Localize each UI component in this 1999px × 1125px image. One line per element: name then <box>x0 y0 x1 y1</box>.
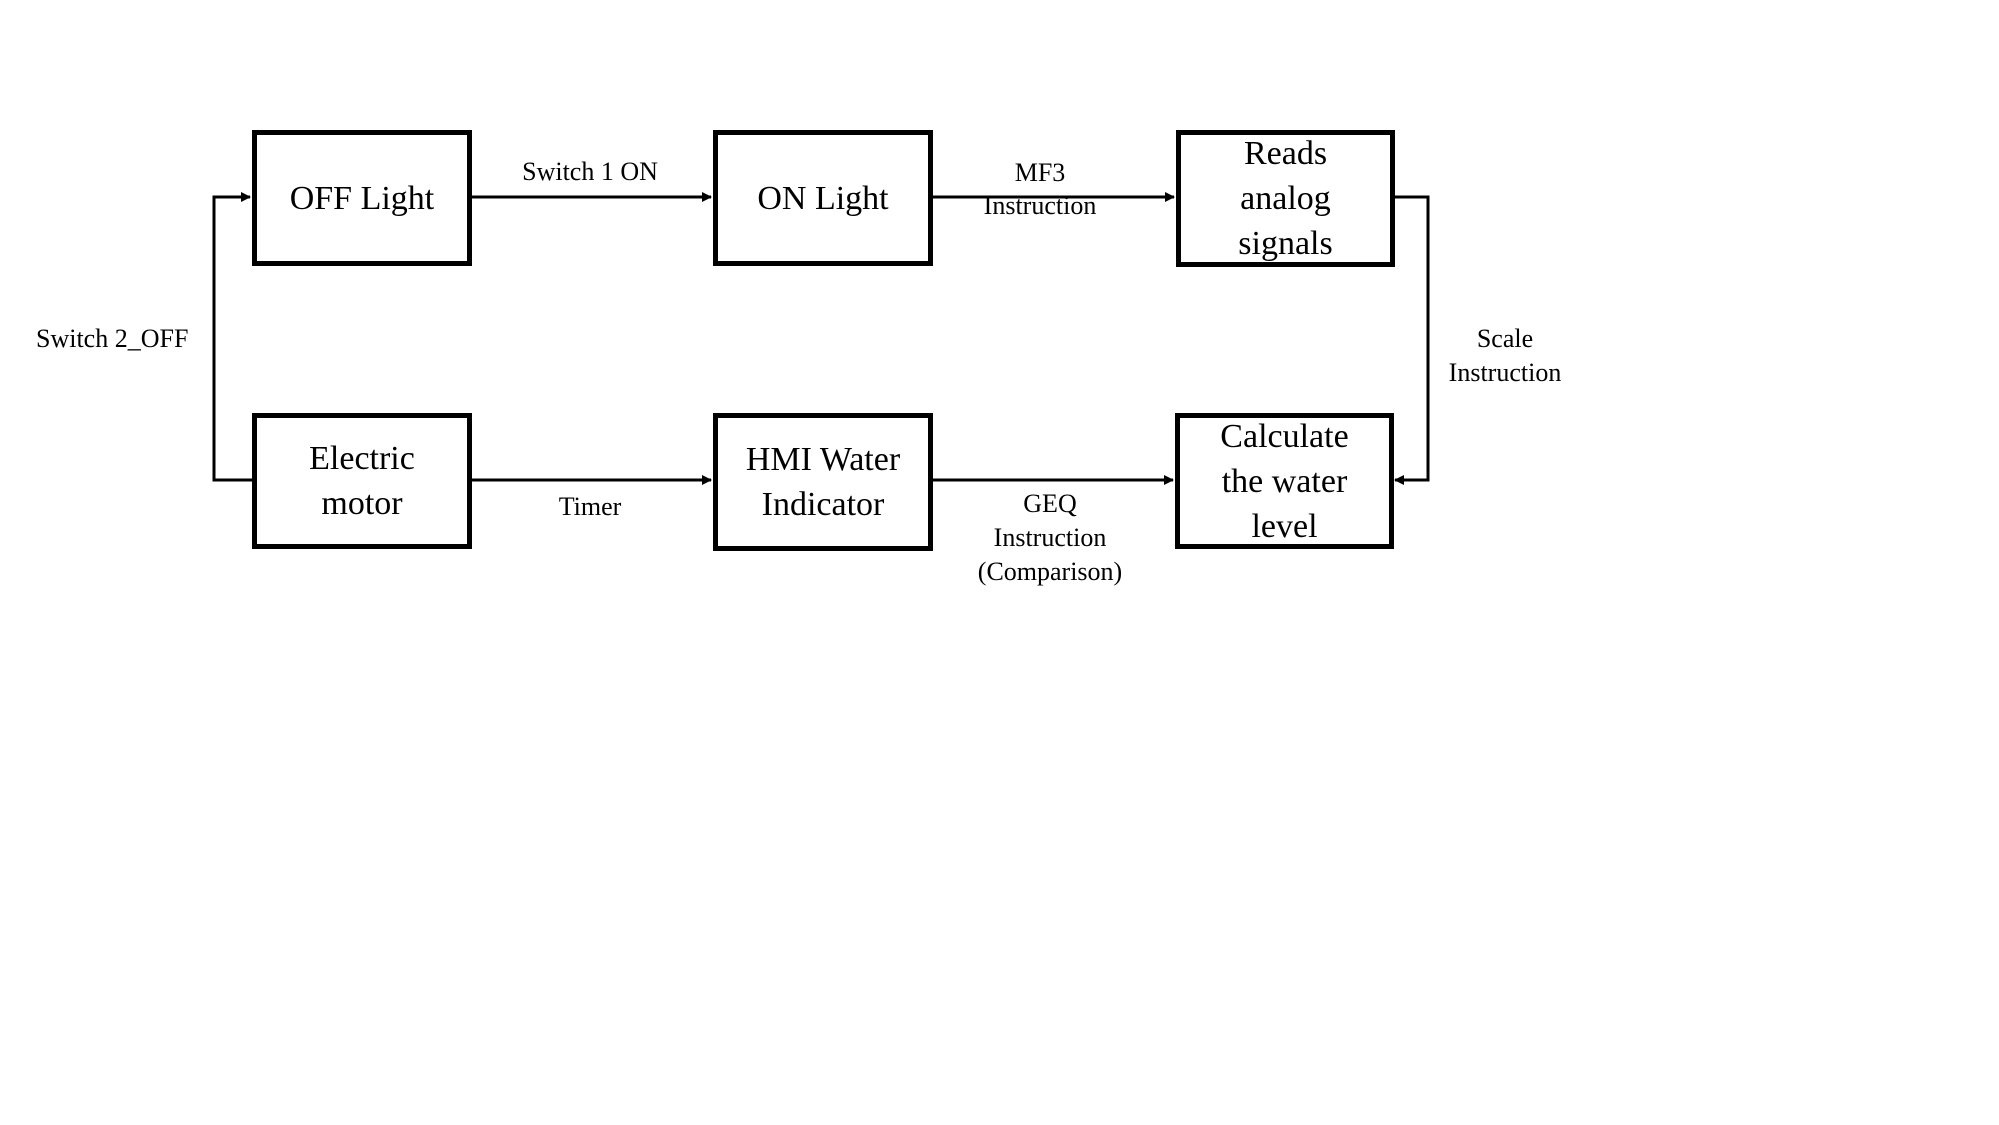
edge-label-text: MF3 <box>1014 158 1066 187</box>
edge-label-text: Switch 1 ON <box>522 157 658 186</box>
edge-label-text: (Comparison) <box>977 557 1123 586</box>
edge-label-text: GEQ <box>1023 489 1077 518</box>
node-label: analog <box>1240 180 1331 217</box>
edge-label-text: Instruction <box>983 191 1097 220</box>
node-label: OFF Light <box>289 179 435 217</box>
node-label: level <box>1251 507 1318 545</box>
node-electric-motor: Electric motor <box>252 413 472 549</box>
node-label: Indicator <box>761 486 885 523</box>
edge-label-timer: Timer <box>530 490 650 524</box>
edge-label-scale: Scale Instruction <box>1435 322 1575 390</box>
edge-label-text: Switch 2_OFF <box>36 324 189 353</box>
node-label: Reads <box>1243 135 1328 172</box>
node-label: the water <box>1221 462 1348 500</box>
edge-label-text: Instruction <box>993 523 1107 552</box>
node-label: ON Light <box>757 179 889 217</box>
node-reads-analog-signals: Reads analog signals <box>1176 130 1395 267</box>
edge-scale <box>1394 195 1430 485</box>
node-label: HMI Water <box>745 441 901 478</box>
node-label: motor <box>321 485 403 522</box>
edge-label-mf3: MF3 Instruction <box>960 156 1120 222</box>
node-calculate-water-level: Calculate the water level <box>1175 413 1394 549</box>
edge-label-text: Timer <box>558 492 622 521</box>
node-label: Electric <box>309 440 415 477</box>
node-off-light: OFF Light <box>252 130 472 266</box>
node-label: signals <box>1238 225 1333 262</box>
node-on-light: ON Light <box>713 130 933 266</box>
edge-label-switch1-on: Switch 1 ON <box>490 155 690 189</box>
node-hmi-water-indicator: HMI Water Indicator <box>713 413 933 551</box>
edge-label-switch2-off: Switch 2_OFF <box>36 322 216 356</box>
edge-switch2-off <box>212 192 252 482</box>
edge-label-geq: GEQ Instruction (Comparison) <box>960 487 1140 589</box>
node-label: Calculate <box>1220 417 1349 455</box>
edge-label-text: Scale <box>1476 324 1534 353</box>
edge-label-text: Instruction <box>1448 358 1562 387</box>
